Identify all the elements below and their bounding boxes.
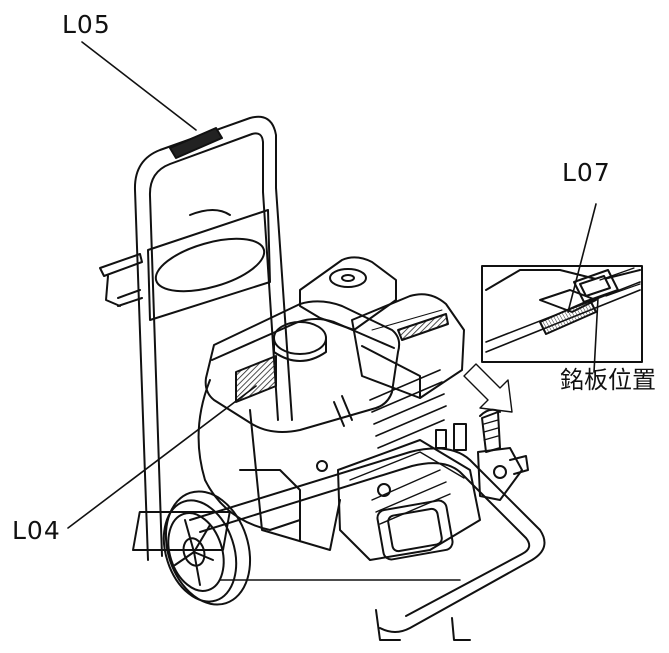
leader-l04 bbox=[67, 385, 257, 529]
handle-frame bbox=[99, 115, 293, 561]
base-frame bbox=[189, 447, 546, 641]
label-nameplate-position: 銘板位置 bbox=[560, 366, 656, 394]
label-l04: L04 bbox=[12, 516, 61, 545]
label-l07: L07 bbox=[562, 158, 611, 187]
label-l05: L05 bbox=[62, 10, 111, 39]
pump-assembly bbox=[337, 408, 529, 561]
leader-plate bbox=[593, 297, 599, 373]
leader-l07 bbox=[567, 203, 597, 313]
nameplate-inset bbox=[481, 265, 643, 363]
engine-body bbox=[132, 256, 465, 551]
leader-l05 bbox=[81, 41, 197, 131]
wheel bbox=[162, 490, 252, 606]
hollow-arrow-down-left-icon bbox=[463, 363, 513, 413]
leader-lines bbox=[67, 41, 599, 529]
